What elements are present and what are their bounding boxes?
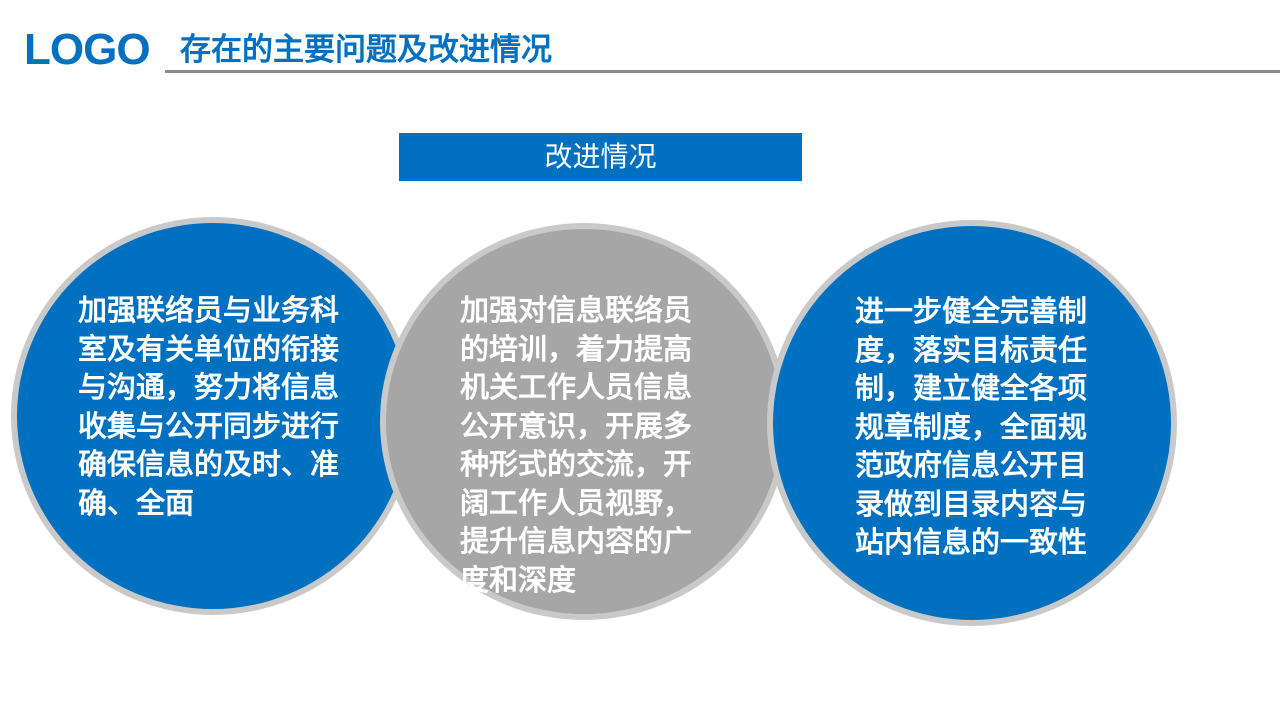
text-line: 种形式的交流，开: [460, 447, 693, 481]
text-line: 制，建立健全各项: [855, 371, 1088, 405]
page-title: 存在的主要问题及改进情况: [180, 32, 552, 68]
improvement-circle-2: 加强对信息联络员 的培训，着力提高 机关工作人员信息 公开意识，开展多 种形式的…: [380, 223, 788, 620]
circle-text: 加强联络员与业务科 室及有关单位的衔接 与沟通，努力将信息 收集与公开同步进行 …: [78, 291, 339, 522]
improvement-circle-1: 加强联络员与业务科 室及有关单位的衔接 与沟通，努力将信息 收集与公开同步进行 …: [11, 217, 415, 615]
text-line: 机关工作人员信息: [460, 370, 693, 404]
text-line: 度，落实目标责任: [855, 332, 1088, 367]
text-line: 范政府信息公开目: [855, 448, 1088, 482]
improvement-circle-3: 进一步健全完善制 度，落实目标责任 制，建立健全各项 规章制度，全面规 范政府信…: [767, 220, 1177, 626]
text-line: 规章制度，全面规: [855, 409, 1088, 444]
section-banner: 改进情况: [399, 133, 802, 181]
text-line: 收集与公开同步进行: [78, 408, 340, 443]
text-line: 加强对信息联络员: [460, 293, 693, 327]
text-line: 进一步健全完善制: [855, 294, 1088, 328]
text-line: 度和深度: [460, 562, 577, 597]
circle-text: 加强对信息联络员 的培训，着力提高 机关工作人员信息 公开意识，开展多 种形式的…: [460, 291, 692, 599]
text-line: 室及有关单位的衔接: [78, 331, 340, 366]
text-line: 提升信息内容的广: [460, 524, 693, 558]
text-line: 阔工作人员视野，: [460, 485, 693, 520]
text-line: 站内信息的一致性: [855, 525, 1088, 559]
title-divider: [165, 70, 1280, 73]
text-line: 与沟通，努力将信息: [78, 370, 340, 404]
text-line: 公开意识，开展多: [460, 408, 693, 443]
text-line: 确、全面: [78, 485, 195, 520]
text-line: 加强联络员与业务科: [78, 293, 340, 327]
text-line: 录做到目录内容与: [855, 486, 1088, 521]
text-line: 确保信息的及时、准: [78, 447, 340, 481]
logo: LOGO: [24, 25, 151, 74]
text-line: 的培训，着力提高: [460, 331, 693, 366]
circle-text: 进一步健全完善制 度，落实目标责任 制，建立健全各项 规章制度，全面规 范政府信…: [855, 292, 1087, 562]
